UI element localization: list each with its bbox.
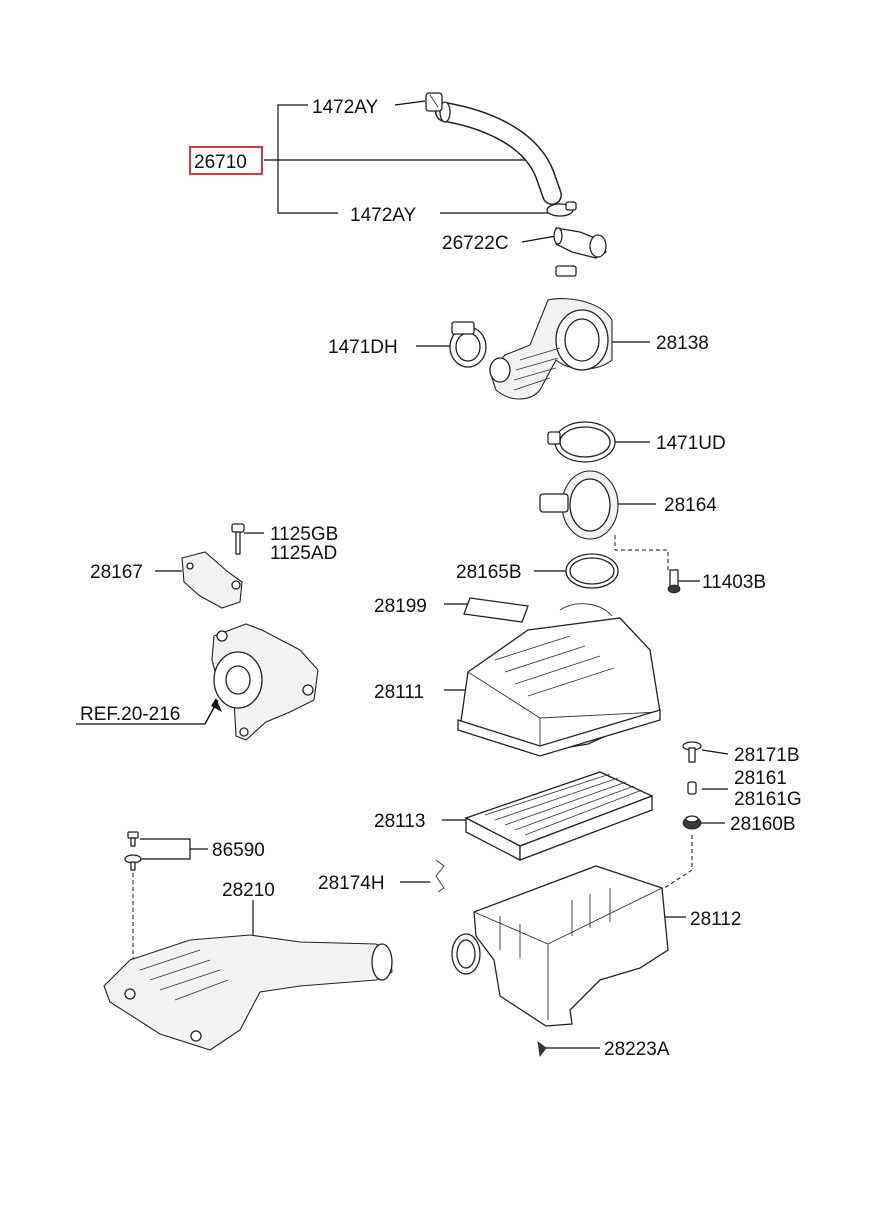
label-1471UD[interactable]: 1471UD xyxy=(656,433,726,454)
leader-lines xyxy=(76,100,729,1049)
label-28138[interactable]: 28138 xyxy=(656,333,709,354)
breather-nipple-part xyxy=(553,227,607,259)
screw-86590-b xyxy=(124,854,142,871)
air-cleaner-body-part xyxy=(451,865,669,1027)
label-1471DH[interactable]: 1471DH xyxy=(328,337,398,358)
bolt-11403B xyxy=(667,569,681,594)
breather-hose-part xyxy=(435,101,562,205)
label-28113[interactable]: 28113 xyxy=(374,811,425,832)
label-26722C[interactable]: 26722C xyxy=(442,233,509,254)
bracket-28167 xyxy=(181,551,243,609)
label-28171B[interactable]: 28171B xyxy=(734,745,800,766)
label-28210[interactable]: 28210 xyxy=(222,880,275,901)
label-28112[interactable]: 28112 xyxy=(690,909,741,930)
label-28223A[interactable]: 28223A xyxy=(604,1039,670,1060)
label-1472AY-top[interactable]: 1472AY xyxy=(312,97,379,118)
label-28160B[interactable]: 28160B xyxy=(730,814,796,835)
label-86590[interactable]: 86590 xyxy=(212,840,265,861)
label-11403B[interactable]: 11403B xyxy=(702,572,766,593)
screw-86590-a xyxy=(127,831,139,847)
gasket-ring-part xyxy=(565,553,619,589)
clip-28223A xyxy=(537,1041,547,1058)
ref-arrow xyxy=(204,698,222,725)
label-REF-20-216[interactable]: REF.20-216 xyxy=(80,704,180,725)
intake-hose-part xyxy=(489,298,613,400)
engine-mount-part xyxy=(211,623,319,741)
air-flow-sensor-part xyxy=(539,470,619,540)
label-1125AD[interactable]: 1125AD xyxy=(270,543,337,564)
label-28161G[interactable]: 28161G xyxy=(734,789,802,810)
clip-28174H xyxy=(435,859,445,893)
hose-clamp-1471DH xyxy=(449,321,487,368)
highlight-box xyxy=(189,146,263,175)
label-28167[interactable]: 28167 xyxy=(90,562,143,583)
label-26710[interactable]: 26710 xyxy=(194,152,247,173)
pin-28161 xyxy=(687,781,697,795)
air-duct-part xyxy=(103,934,393,1051)
air-cleaner-cover-part xyxy=(457,603,661,757)
label-1125GB[interactable]: 1125GB xyxy=(270,524,338,545)
small-clip-part xyxy=(555,265,577,277)
clamp-ring-1471UD xyxy=(547,421,616,463)
bolt-28171B xyxy=(682,741,702,763)
bolt-1125GB xyxy=(231,523,245,555)
label-28165B[interactable]: 28165B xyxy=(456,562,522,583)
label-1472AY-bottom[interactable]: 1472AY xyxy=(350,205,417,226)
air-filter-element-part xyxy=(464,771,654,862)
grommet-28160B xyxy=(682,815,702,830)
label-28199[interactable]: 28199 xyxy=(374,596,427,617)
label-28111[interactable]: 28111 xyxy=(374,682,424,703)
hose-clamp-top xyxy=(425,92,443,112)
part-labels: 1472AY 26710 1472AY 26722C 1471DH 28138 … xyxy=(80,97,802,1060)
label-28164[interactable]: 28164 xyxy=(664,495,717,516)
label-sticker-part xyxy=(463,597,529,623)
label-28174H[interactable]: 28174H xyxy=(318,873,385,894)
hose-clamp-bottom xyxy=(546,201,577,217)
label-28161[interactable]: 28161 xyxy=(734,768,787,789)
